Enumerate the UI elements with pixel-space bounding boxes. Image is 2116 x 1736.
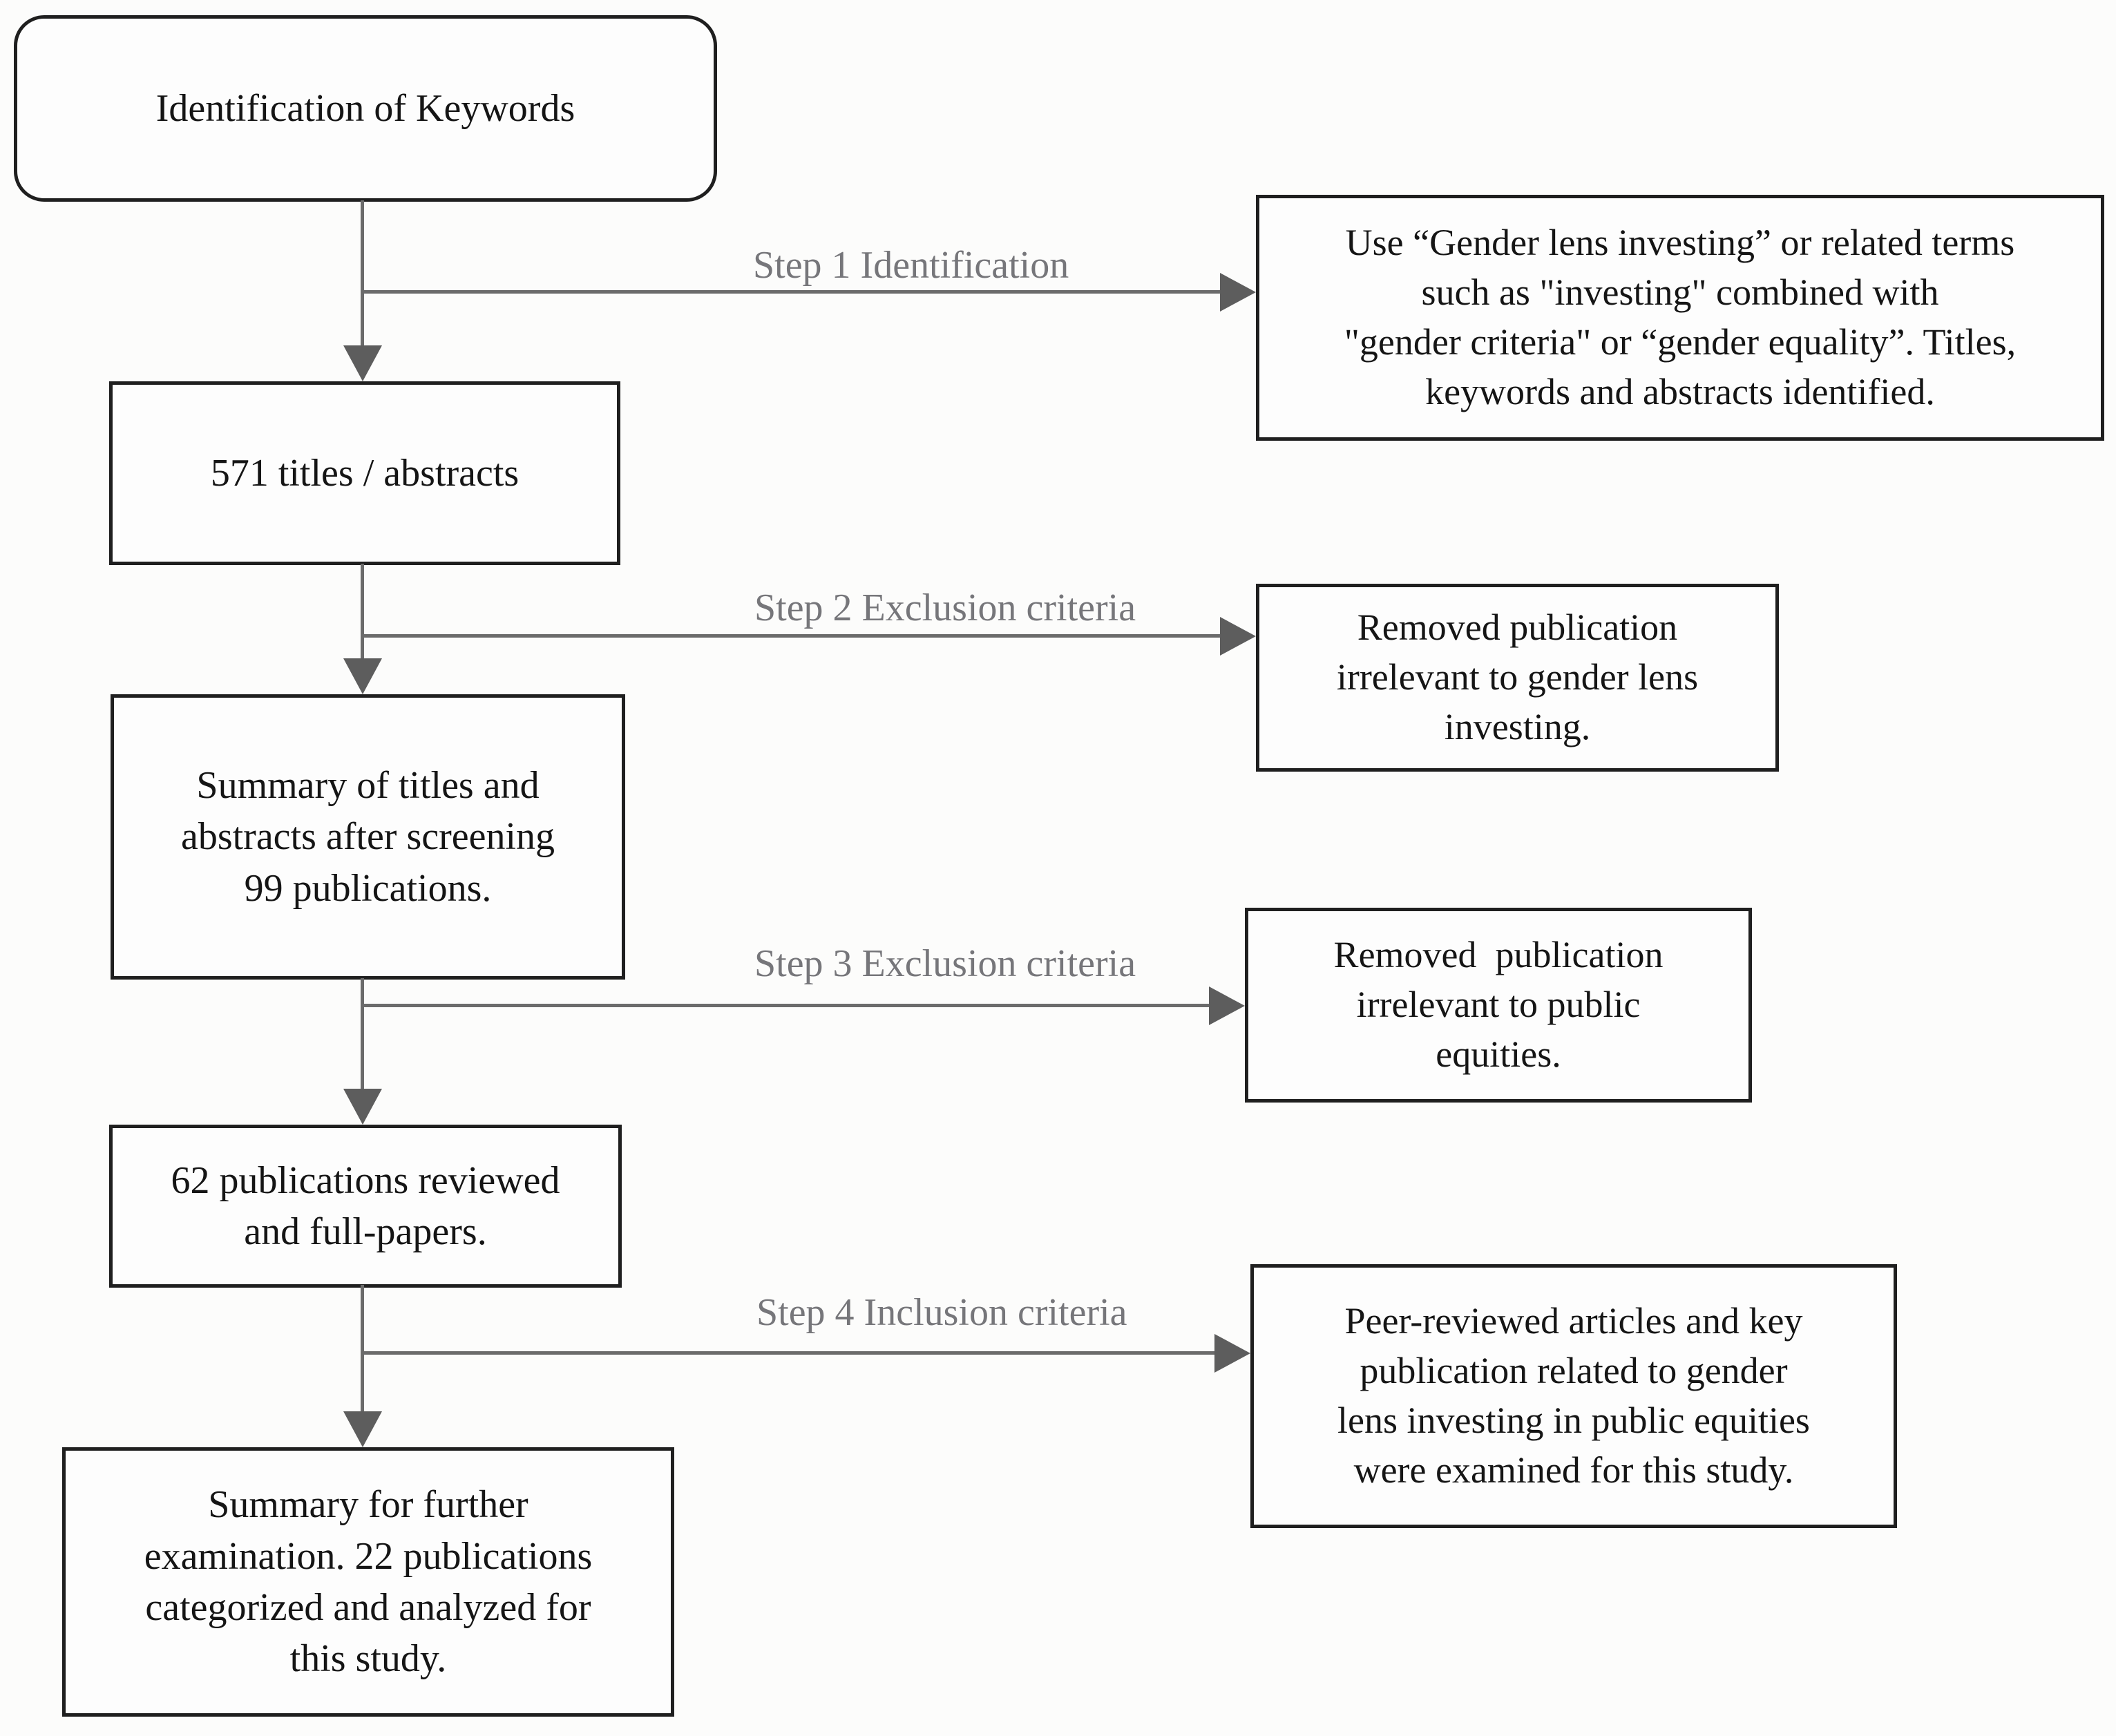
step4-label: Step 4 Inclusion criteria: [756, 1291, 1127, 1334]
node-step3-detail-text: Removed publication irrelevant to public…: [1333, 934, 1664, 1075]
step2-label: Step 2 Exclusion criteria: [754, 586, 1136, 629]
right-arrowhead-icon-3: [1209, 986, 1245, 1025]
step3-label: Step 3 Exclusion criteria: [754, 942, 1136, 985]
down-arrowhead-icon-1: [343, 345, 382, 381]
right-arrowhead-icon-4: [1214, 1334, 1250, 1373]
connector-vertical-2: [361, 564, 364, 662]
right-arrowhead-icon-1: [1220, 273, 1256, 312]
node-571-titles-abstracts: 571 titles / abstracts: [109, 381, 620, 565]
node-summary-further-examination: Summary for further examination. 22 publ…: [62, 1447, 674, 1717]
connector-vertical-1: [361, 200, 364, 349]
node-step2-detail: Removed publication irrelevant to gender…: [1256, 584, 1779, 772]
node-62-publications-reviewed-text: 62 publications reviewed and full-papers…: [171, 1158, 560, 1253]
node-571-titles-abstracts-text: 571 titles / abstracts: [210, 451, 520, 495]
down-arrowhead-icon-2: [343, 658, 382, 694]
node-summary-after-screening-text: Summary of titles and abstracts after sc…: [180, 763, 555, 910]
step1-label: Step 1 Identification: [753, 244, 1069, 287]
node-step4-detail-text: Peer-reviewed articles and key publicati…: [1337, 1300, 1810, 1491]
node-step2-detail-text: Removed publication irrelevant to gender…: [1336, 607, 1699, 747]
node-identification-of-keywords-text: Identification of Keywords: [155, 86, 575, 130]
node-step1-detail: Use “Gender lens investing” or related t…: [1256, 195, 2104, 441]
node-step1-detail-text: Use “Gender lens investing” or related t…: [1344, 222, 2017, 412]
down-arrowhead-icon-3: [343, 1089, 382, 1125]
node-identification-of-keywords: Identification of Keywords: [14, 15, 717, 202]
connector-branch-step4: [363, 1351, 1214, 1355]
connector-vertical-4: [361, 1285, 364, 1415]
down-arrowhead-icon-4: [343, 1411, 382, 1447]
node-62-publications-reviewed: 62 publications reviewed and full-papers…: [109, 1125, 622, 1288]
node-step4-detail: Peer-reviewed articles and key publicati…: [1250, 1264, 1897, 1528]
connector-vertical-3: [361, 978, 364, 1092]
connector-branch-step3: [363, 1004, 1209, 1007]
connector-branch-step2: [363, 634, 1220, 638]
node-step3-detail: Removed publication irrelevant to public…: [1245, 908, 1752, 1103]
node-summary-further-examination-text: Summary for further examination. 22 publ…: [144, 1483, 593, 1681]
node-summary-after-screening: Summary of titles and abstracts after sc…: [111, 694, 625, 980]
connector-branch-step1: [363, 290, 1220, 294]
right-arrowhead-icon-2: [1220, 617, 1256, 656]
